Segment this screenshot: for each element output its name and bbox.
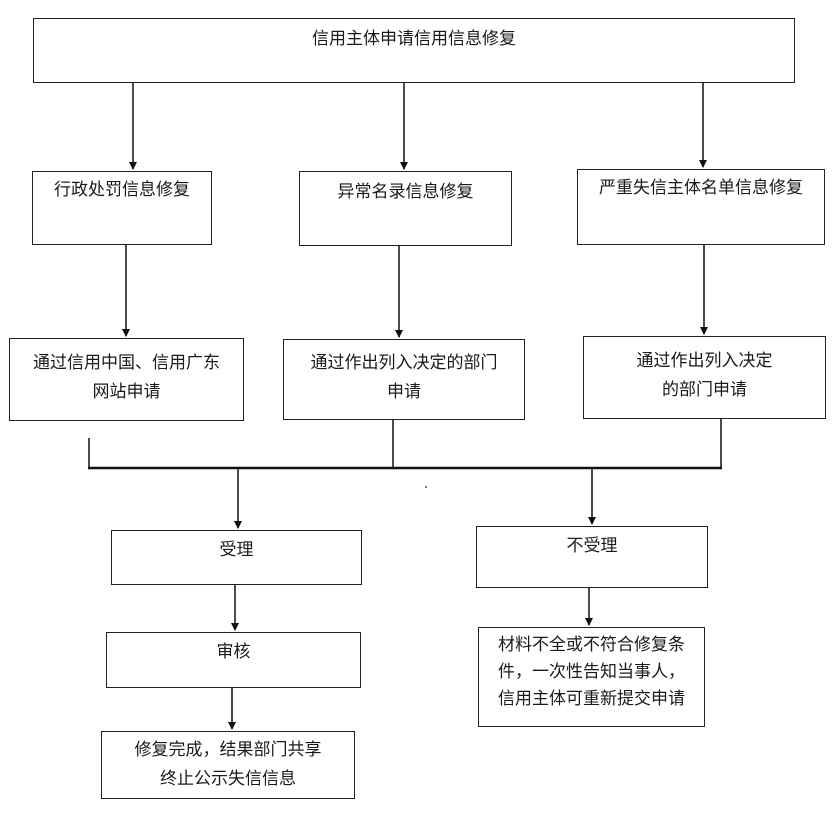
note-line: 材料不全或不符合修复条 [498, 635, 685, 655]
branch-box-3: 严重失信主体名单信息修复 [577, 169, 825, 245]
apply-box-1: 通过信用中国、信用广东 网站申请 [9, 338, 244, 421]
result-line: 终止公示失信信息 [160, 769, 296, 789]
apply-line: 通过作出列入决定 [636, 351, 773, 371]
branch-box-2: 异常名录信息修复 [299, 171, 512, 246]
apply-line: 网站申请 [92, 382, 161, 402]
reject-label: 不受理 [566, 536, 618, 556]
branch-box-1: 行政处罚信息修复 [32, 171, 212, 245]
apply-line: 通过信用中国、信用广东 [33, 353, 220, 373]
review-box: 审核 [106, 632, 361, 688]
apply-box-2: 通过作出列入决定的部门 申请 [283, 339, 525, 420]
note-line: 信用主体可重新提交申请 [498, 689, 685, 709]
note-line: 件，一次性告知当事人， [498, 662, 685, 682]
branch-label: 严重失信主体名单信息修复 [599, 178, 803, 198]
branch-label: 异常名录信息修复 [337, 182, 474, 202]
stray-dot [425, 486, 427, 488]
accept-label: 受理 [219, 540, 254, 560]
accept-box: 受理 [111, 530, 362, 585]
apply-box-3: 通过作出列入决定 的部门申请 [583, 336, 826, 419]
apply-line: 通过作出列入决定的部门 [310, 353, 498, 373]
result-line: 修复完成，结果部门共享 [134, 740, 322, 760]
apply-line: 申请 [387, 382, 421, 402]
title-label: 信用主体申请信用信息修复 [312, 29, 516, 49]
apply-line: 的部门申请 [662, 380, 747, 400]
review-label: 审核 [216, 642, 251, 662]
reject-note-box: 材料不全或不符合修复条 件，一次性告知当事人， 信用主体可重新提交申请 [478, 627, 705, 727]
branch-label: 行政处罚信息修复 [54, 180, 190, 200]
result-box: 修复完成，结果部门共享 终止公示失信信息 [101, 731, 355, 799]
reject-box: 不受理 [476, 526, 708, 588]
title-box: 信用主体申请信用信息修复 [33, 18, 795, 83]
